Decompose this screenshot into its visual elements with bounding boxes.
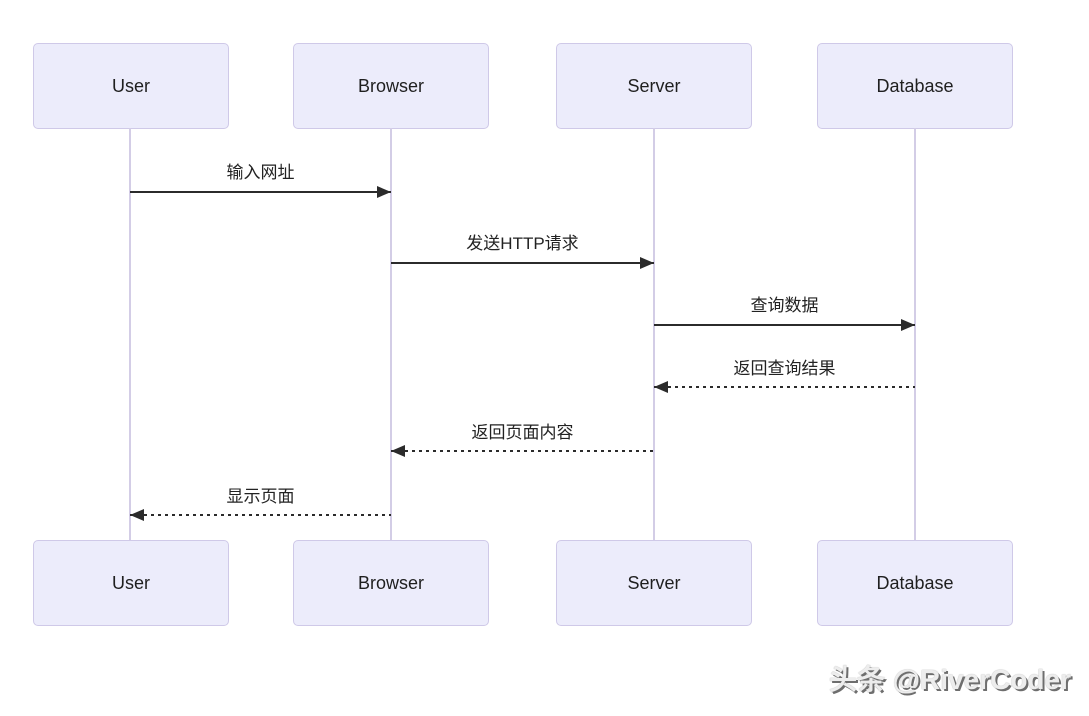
actor-top-database: Database xyxy=(817,43,1013,129)
actor-top-server: Server xyxy=(556,43,752,129)
message-arrow-return-page-content xyxy=(391,445,654,457)
arrowhead-right-icon xyxy=(377,186,391,198)
message-arrow-query-data xyxy=(654,319,915,331)
lifeline-user xyxy=(129,128,131,540)
actor-bottom-browser: Browser xyxy=(293,540,489,626)
actor-bottom-server: Server xyxy=(556,540,752,626)
actor-bottom-database: Database xyxy=(817,540,1013,626)
message-label-return-page-content: 返回页面内容 xyxy=(471,423,574,442)
lifeline-browser xyxy=(390,128,392,540)
actor-top-browser: Browser xyxy=(293,43,489,129)
lifeline-server xyxy=(653,128,655,540)
message-label-query-data: 查询数据 xyxy=(750,296,819,315)
actor-label: Database xyxy=(876,572,954,593)
actor-bottom-user: User xyxy=(33,540,229,626)
actor-label: Server xyxy=(627,572,681,593)
message-label-display-page: 显示页面 xyxy=(226,487,295,506)
actor-label: Server xyxy=(627,75,681,96)
actor-label: Browser xyxy=(357,572,424,593)
message-arrow-enter-url xyxy=(130,186,391,198)
message-label-enter-url: 输入网址 xyxy=(226,163,295,182)
message-label-return-query-result: 返回查询结果 xyxy=(733,359,836,378)
message-arrow-return-query-result xyxy=(654,381,915,393)
arrowhead-right-icon xyxy=(901,319,915,331)
arrowhead-right-icon xyxy=(640,257,654,269)
arrowhead-left-icon xyxy=(391,445,405,457)
actor-label: User xyxy=(111,572,150,593)
actor-label: Browser xyxy=(357,75,424,96)
message-label-send-http-request: 发送HTTP请求 xyxy=(466,234,579,253)
watermark: 头条 @RiverCoder xyxy=(828,664,1071,695)
actor-label: User xyxy=(111,75,150,96)
actor-label: Database xyxy=(876,75,954,96)
message-arrow-display-page xyxy=(130,509,391,521)
actor-top-user: User xyxy=(33,43,229,129)
arrowhead-left-icon xyxy=(654,381,668,393)
message-arrow-send-http-request xyxy=(391,257,654,269)
arrowhead-left-icon xyxy=(130,509,144,521)
lifeline-database xyxy=(914,128,916,540)
